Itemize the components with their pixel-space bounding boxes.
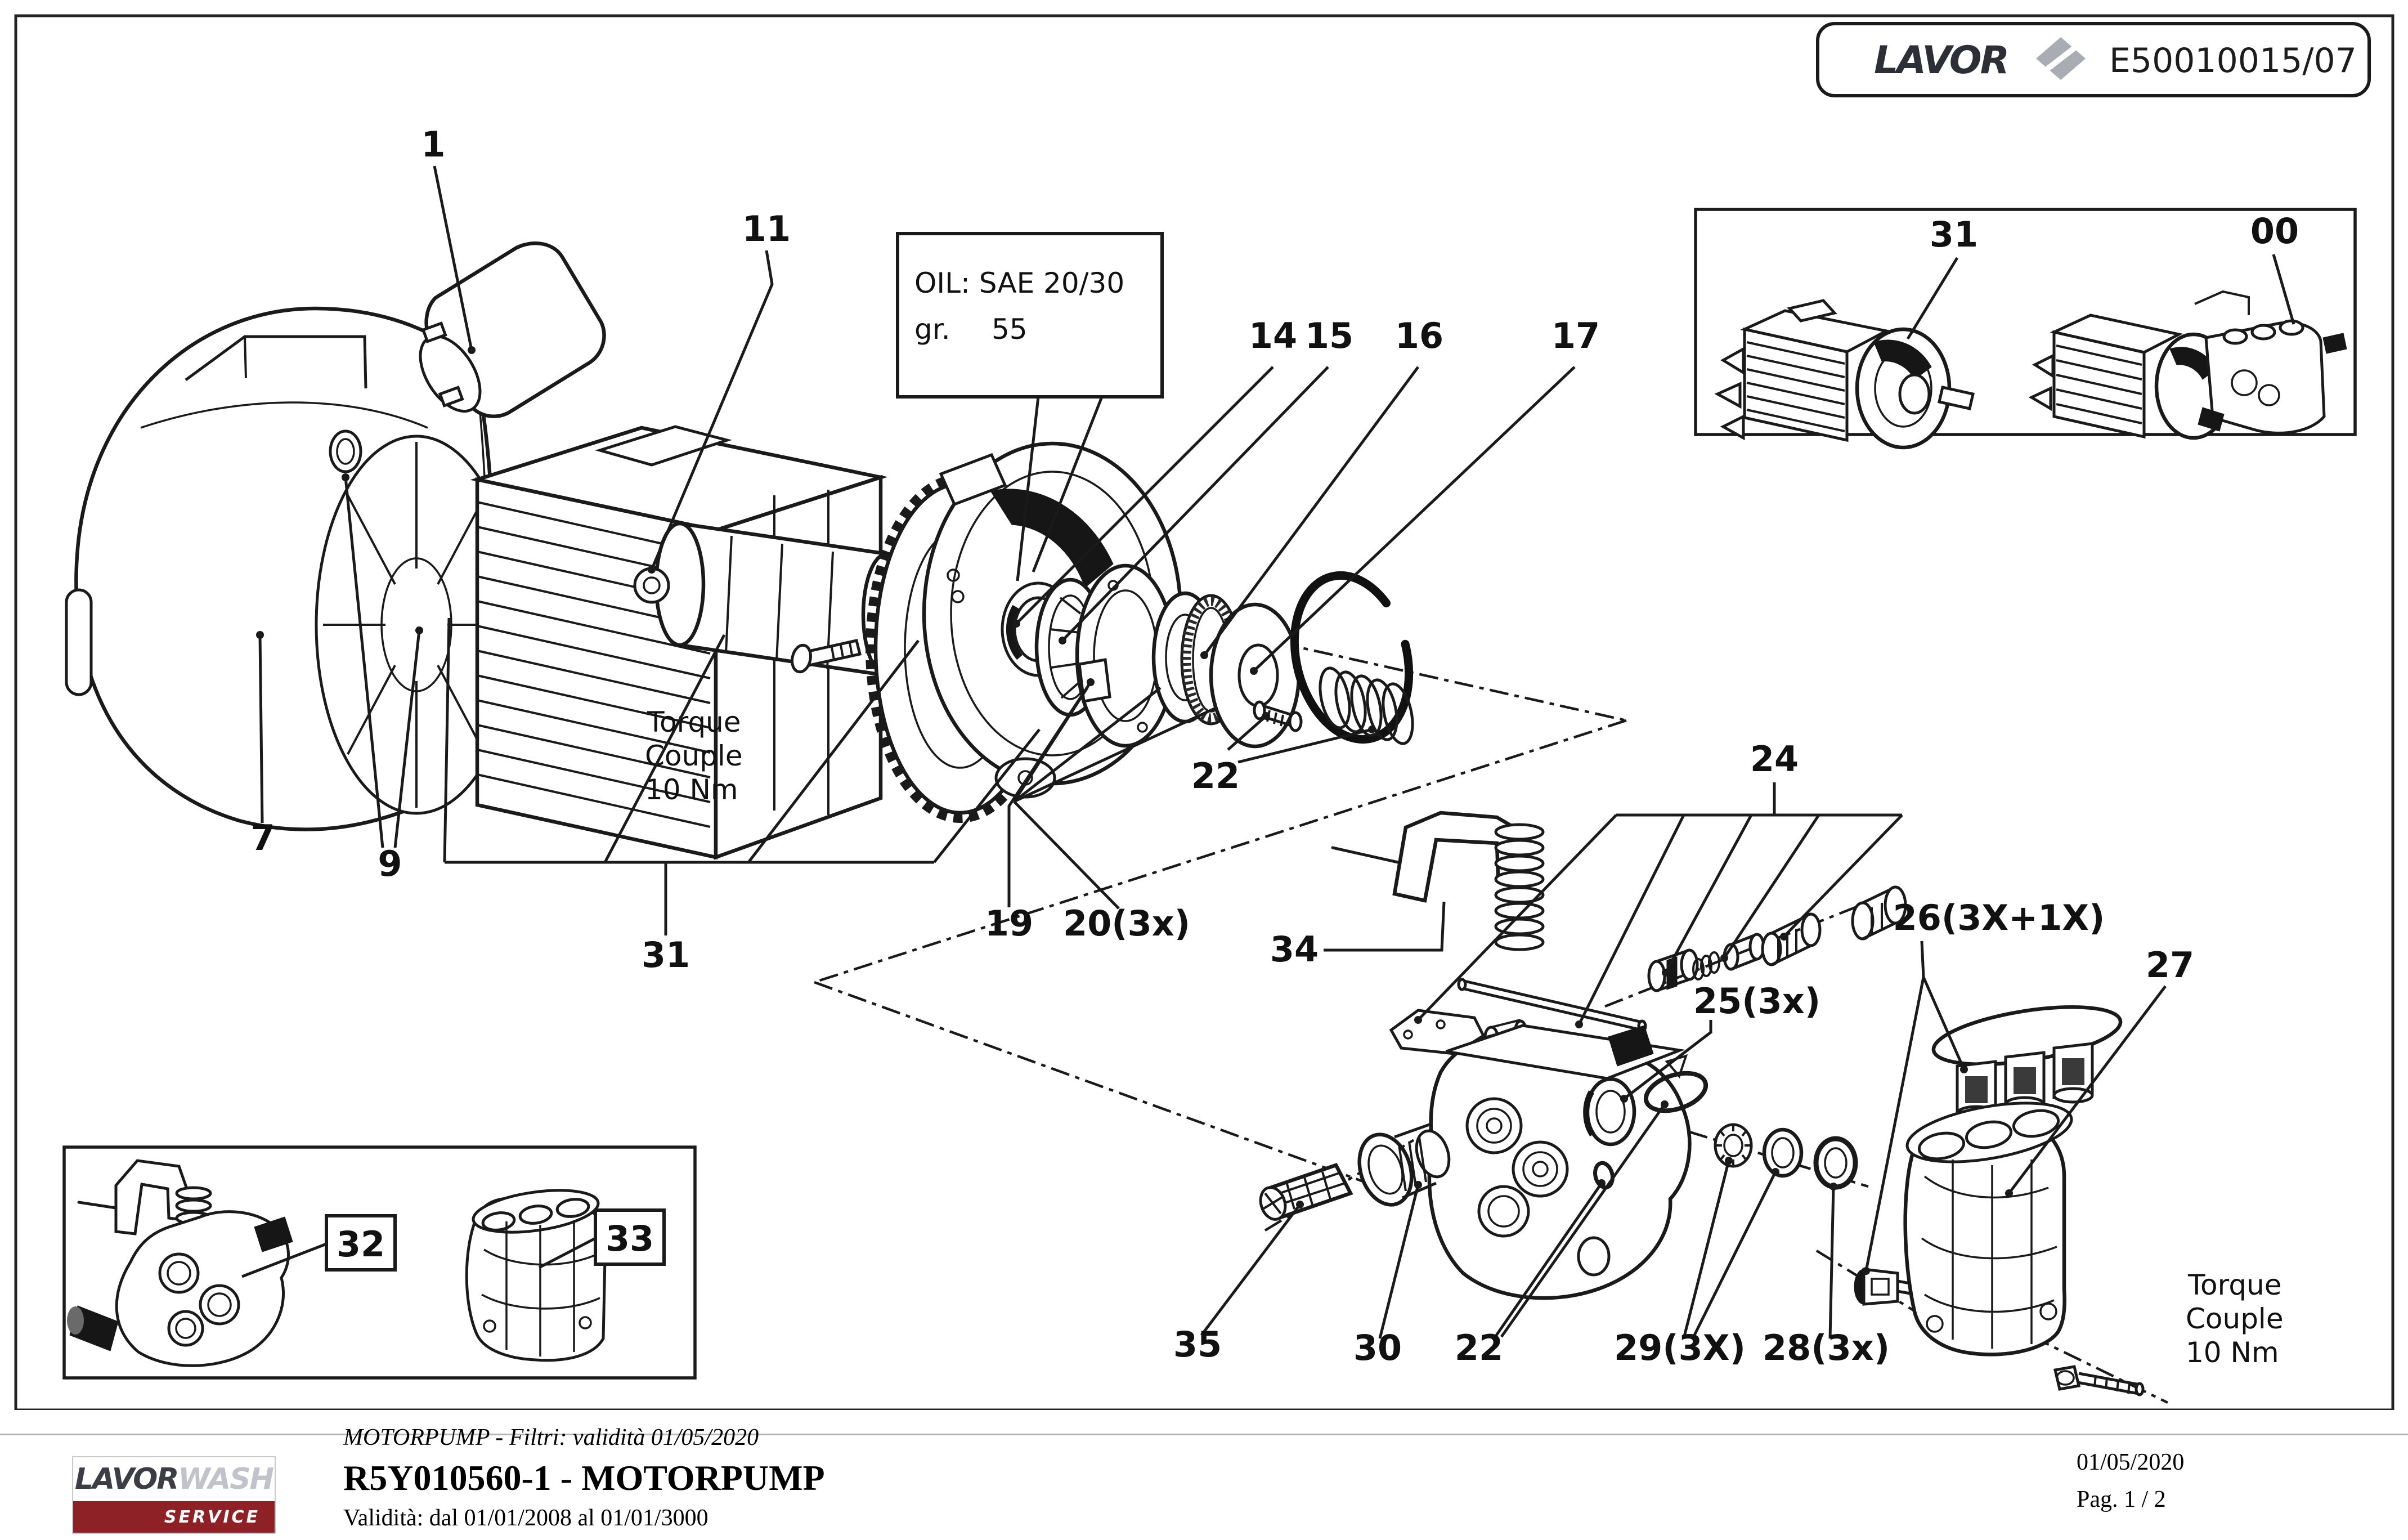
brand-logo: LAVOR xyxy=(1874,38,2008,83)
inset-assembly-32 xyxy=(67,1159,293,1367)
svg-text:Torque: Torque xyxy=(647,706,741,738)
part-label-22a: 22 xyxy=(1191,755,1240,796)
part-label-11: 11 xyxy=(742,208,791,249)
part-manifold xyxy=(1427,1024,1692,1300)
part-label-26: 26(3X+1X) xyxy=(1893,897,2105,938)
doc-code: E50010015/07 xyxy=(2109,41,2357,80)
oil-note-line1: OIL: SAE 20/30 xyxy=(914,267,1124,299)
part-piston-seal xyxy=(1583,1077,1636,1147)
torque-note-right: Torque Couple 10 Nm xyxy=(2186,1269,2284,1369)
part-label-24: 24 xyxy=(1750,738,1799,780)
lavor-diamond-icon xyxy=(2036,37,2086,80)
part-cup-seal xyxy=(1813,1136,1858,1190)
svg-text:Torque: Torque xyxy=(2187,1269,2282,1301)
part-inlet-filter xyxy=(1259,1163,1353,1221)
part-label-14: 14 xyxy=(1249,315,1297,356)
part-label-22b: 22 xyxy=(1455,1327,1503,1368)
part-label-31: 31 xyxy=(642,934,690,975)
part-spring xyxy=(1319,666,1414,745)
part-valve-set xyxy=(1647,885,1907,992)
part-star-washer xyxy=(1714,1123,1753,1168)
part-label-15: 15 xyxy=(1305,315,1353,356)
part-capacitor xyxy=(419,241,606,418)
oil-note-line2-value: 55 xyxy=(992,313,1028,346)
part-pump-head xyxy=(1903,1102,2073,1357)
part-handle xyxy=(1331,811,1545,951)
part-label-16: 16 xyxy=(1395,315,1443,356)
part-label-25: 25(3x) xyxy=(1693,981,1820,1022)
part-label-30: 30 xyxy=(1353,1327,1402,1368)
doc-subject-line: MOTORPUMP - Filtri: validità 01/05/2020 xyxy=(343,1425,759,1451)
inset-pump-box: 32 33 xyxy=(62,1145,697,1380)
logo-service-text: SERVICE xyxy=(164,1507,260,1527)
part-label-1: 1 xyxy=(421,124,445,165)
doc-validity: Validità: dal 01/01/2008 al 01/01/3000 xyxy=(343,1505,709,1531)
part-rod xyxy=(1457,978,1647,1033)
doc-title: R5Y010560-1 - MOTORPUMP xyxy=(343,1458,825,1498)
part-label-28: 28(3x) xyxy=(1763,1327,1890,1368)
part-flange-disc xyxy=(1075,563,1176,748)
inset-motorpump-00 xyxy=(2028,290,2347,440)
logo-wash-text: WASH xyxy=(178,1462,274,1496)
inset-label-00: 00 xyxy=(2250,211,2299,252)
part-shaft-end xyxy=(1253,700,1303,732)
part-head-bolt xyxy=(2053,1365,2145,1396)
svg-text:10 Nm: 10 Nm xyxy=(645,773,738,806)
part-label-9: 9 xyxy=(378,843,402,884)
logo-lavor-text: LAVOR xyxy=(74,1462,179,1496)
footer-divider xyxy=(0,1434,2408,1435)
part-circlip xyxy=(1290,571,1414,744)
part-label-29: 29(3X) xyxy=(1614,1327,1746,1368)
logo-service-bar: SERVICE xyxy=(73,1501,275,1533)
inset-label-33: 33 xyxy=(606,1218,654,1259)
oil-note: OIL: SAE 20/30 gr. 55 xyxy=(896,232,1164,581)
inset-motor-31 xyxy=(1714,299,1975,450)
part-inlet-fitting xyxy=(1357,1123,1451,1207)
part-label-27: 27 xyxy=(2146,944,2194,986)
svg-text:10 Nm: 10 Nm xyxy=(2186,1336,2279,1369)
part-label-17: 17 xyxy=(1551,315,1600,356)
inset-motor-box: 31 00 xyxy=(1694,208,2357,450)
part-flange-screw xyxy=(791,639,862,674)
part-knurled-knob xyxy=(1608,1025,1654,1067)
part-hex-plug xyxy=(1854,1268,1912,1306)
leader-lines xyxy=(256,165,2167,1340)
part-label-20: 20(3x) xyxy=(1063,903,1190,944)
part-grommet-ring xyxy=(329,429,362,473)
doc-date: 01/05/2020 xyxy=(2077,1449,2185,1475)
inset-label-31: 31 xyxy=(1930,214,1978,255)
svg-text:Couple: Couple xyxy=(2186,1302,2284,1335)
part-label-7: 7 xyxy=(250,817,275,858)
inset-label-32: 32 xyxy=(337,1224,385,1265)
part-label-19: 19 xyxy=(985,903,1033,944)
header-logo-box: LAVOR E50010015/07 xyxy=(1816,22,2371,97)
part-label-34: 34 xyxy=(1270,929,1319,970)
inset-head-33 xyxy=(465,1189,607,1362)
oil-note-line2-label: gr. xyxy=(914,313,950,346)
part-o-ring-large xyxy=(1643,1071,1709,1113)
part-grooved-ring xyxy=(1762,1127,1804,1178)
doc-page-number: Pag. 1 / 2 xyxy=(2077,1487,2166,1512)
part-label-35: 35 xyxy=(1173,1324,1222,1365)
